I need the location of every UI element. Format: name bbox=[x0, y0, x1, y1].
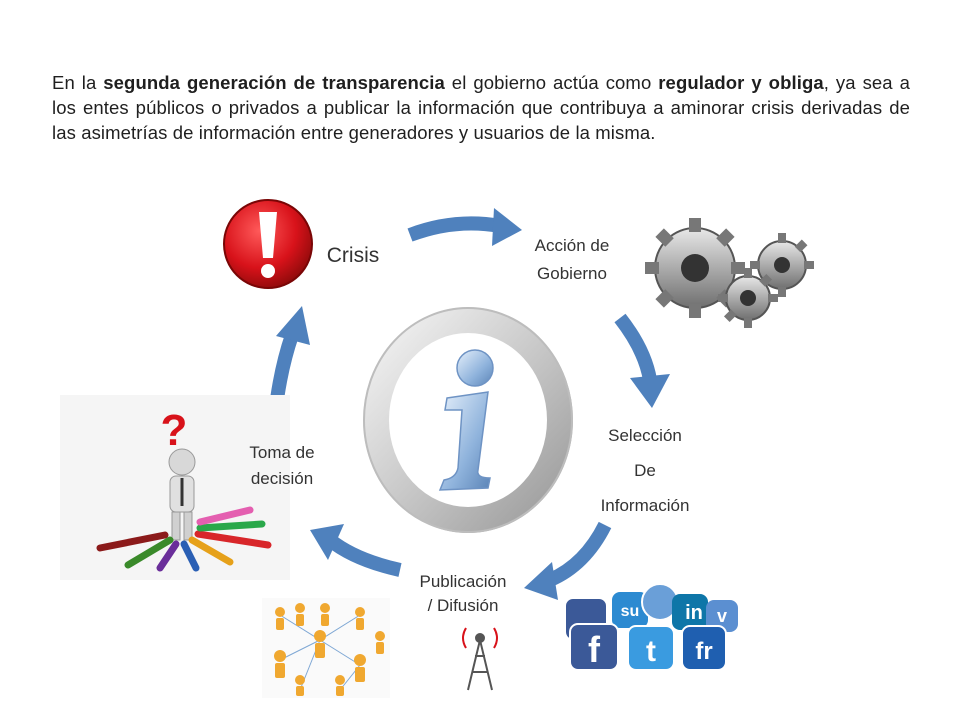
label-toma-line2: decisión bbox=[250, 469, 314, 488]
linkedin-icon bbox=[672, 594, 708, 630]
label-accion-de-gobierno: Acción de Gobierno bbox=[512, 232, 632, 288]
svg-text:in: in bbox=[685, 602, 703, 624]
paragraph-bold-generation: segunda generación de transparencia bbox=[103, 72, 445, 93]
label-seleccion-line3: Información bbox=[600, 496, 690, 515]
svg-text:t: t bbox=[646, 635, 656, 668]
facebook-icon bbox=[569, 623, 619, 671]
svg-text:v: v bbox=[717, 606, 727, 626]
vimeo-icon bbox=[706, 600, 738, 632]
gears-icon bbox=[645, 218, 814, 328]
svg-text:fr: fr bbox=[695, 638, 712, 665]
paragraph-text: el gobierno actúa como bbox=[444, 72, 659, 93]
stumbleupon-icon bbox=[612, 592, 648, 628]
label-publicacion-line1: Publicación bbox=[419, 572, 507, 591]
label-crisis-text: Crisis bbox=[326, 244, 380, 267]
cycle-arrow-seleccion-to-publicacion bbox=[524, 521, 612, 600]
paragraph-text: , ya sea a los entes públicos o privados… bbox=[52, 72, 910, 143]
label-toma-de-decision: Toma de decisión bbox=[232, 440, 332, 492]
label-accion-line1: Acción de bbox=[534, 236, 610, 255]
label-publicacion-line2: / Difusión bbox=[427, 596, 499, 615]
exclamation-icon bbox=[223, 199, 313, 289]
label-toma-line1: Toma de bbox=[249, 443, 315, 462]
paragraph-bold-regulator: regulador y obliga bbox=[658, 72, 824, 93]
info-icon bbox=[363, 307, 573, 533]
cycle-arrow-crisis-to-accion bbox=[407, 208, 522, 246]
intro-paragraph: En la segunda generación de transparenci… bbox=[52, 70, 910, 145]
antenna-icon bbox=[462, 627, 498, 691]
label-crisis: Crisis bbox=[318, 242, 388, 270]
svg-text:su: su bbox=[621, 603, 640, 620]
cycle-arrow-publicacion-to-toma bbox=[310, 524, 402, 577]
social-media-icons: f t fr in su v bbox=[560, 583, 738, 672]
label-seleccion-line1: Selección bbox=[608, 426, 682, 445]
svg-text:f: f bbox=[588, 629, 601, 670]
people-network-icon bbox=[262, 598, 390, 698]
question-mark-icon: ? bbox=[161, 406, 188, 455]
twitter-icon bbox=[627, 625, 675, 671]
label-accion-line2: Gobierno bbox=[537, 264, 607, 283]
label-seleccion-de-informacion: Selección De Información bbox=[575, 418, 715, 523]
decision-person-icon: ? bbox=[60, 395, 290, 580]
label-seleccion-line2: De bbox=[634, 461, 656, 480]
paragraph-text: En la bbox=[52, 72, 104, 93]
label-publicacion-difusion: Publicación / Difusión bbox=[398, 570, 528, 618]
cycle-arrow-accion-to-seleccion bbox=[614, 313, 670, 408]
friendfeed-icon bbox=[681, 625, 727, 671]
